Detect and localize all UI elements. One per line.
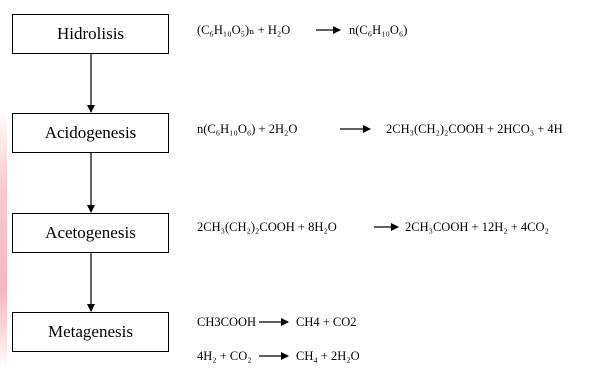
reaction-1-products: n(C₆H₁₀O₆)	[349, 23, 408, 37]
stage-acidogenesis: Acidogenesis	[12, 113, 169, 153]
reaction-1-reactants: (C₆H₁₀O₅)ₙ + H₂O	[197, 23, 291, 37]
stage-metagenesis: Metagenesis	[12, 312, 169, 352]
reaction-3-reactants: 2CH₃(CH₂)₂COOH + 8H₂O	[197, 220, 337, 234]
reaction-4-reactants: CH3COOH	[197, 315, 257, 329]
stage-acetogenesis: Acetogenesis	[12, 213, 169, 253]
reaction-4-products: CH4 + CO2	[296, 315, 357, 329]
stage-hidrolisis: Hidrolisis	[12, 14, 169, 54]
decorative-edge	[0, 110, 7, 370]
stage-label: Hidrolisis	[56, 24, 125, 43]
stage-label: Acetogenesis	[45, 223, 136, 242]
reaction-3-products: 2CH₃COOH + 12H₂ + 4CO₂	[405, 220, 549, 234]
reaction-5-reactants: 4H₂ + CO₂	[197, 349, 252, 363]
reaction-2-products: 2CH₃(CH₂)₂COOH + 2HCO₃ + 4H	[386, 122, 563, 136]
reaction-2-reactants: n(C₆H₁₀O₆) + 2H₂O	[197, 122, 298, 136]
stage-label: Metagenesis	[48, 322, 133, 341]
reaction-5-products: CH₄ + 2H₂O	[296, 349, 360, 363]
stage-label: Acidogenesis	[44, 123, 137, 142]
